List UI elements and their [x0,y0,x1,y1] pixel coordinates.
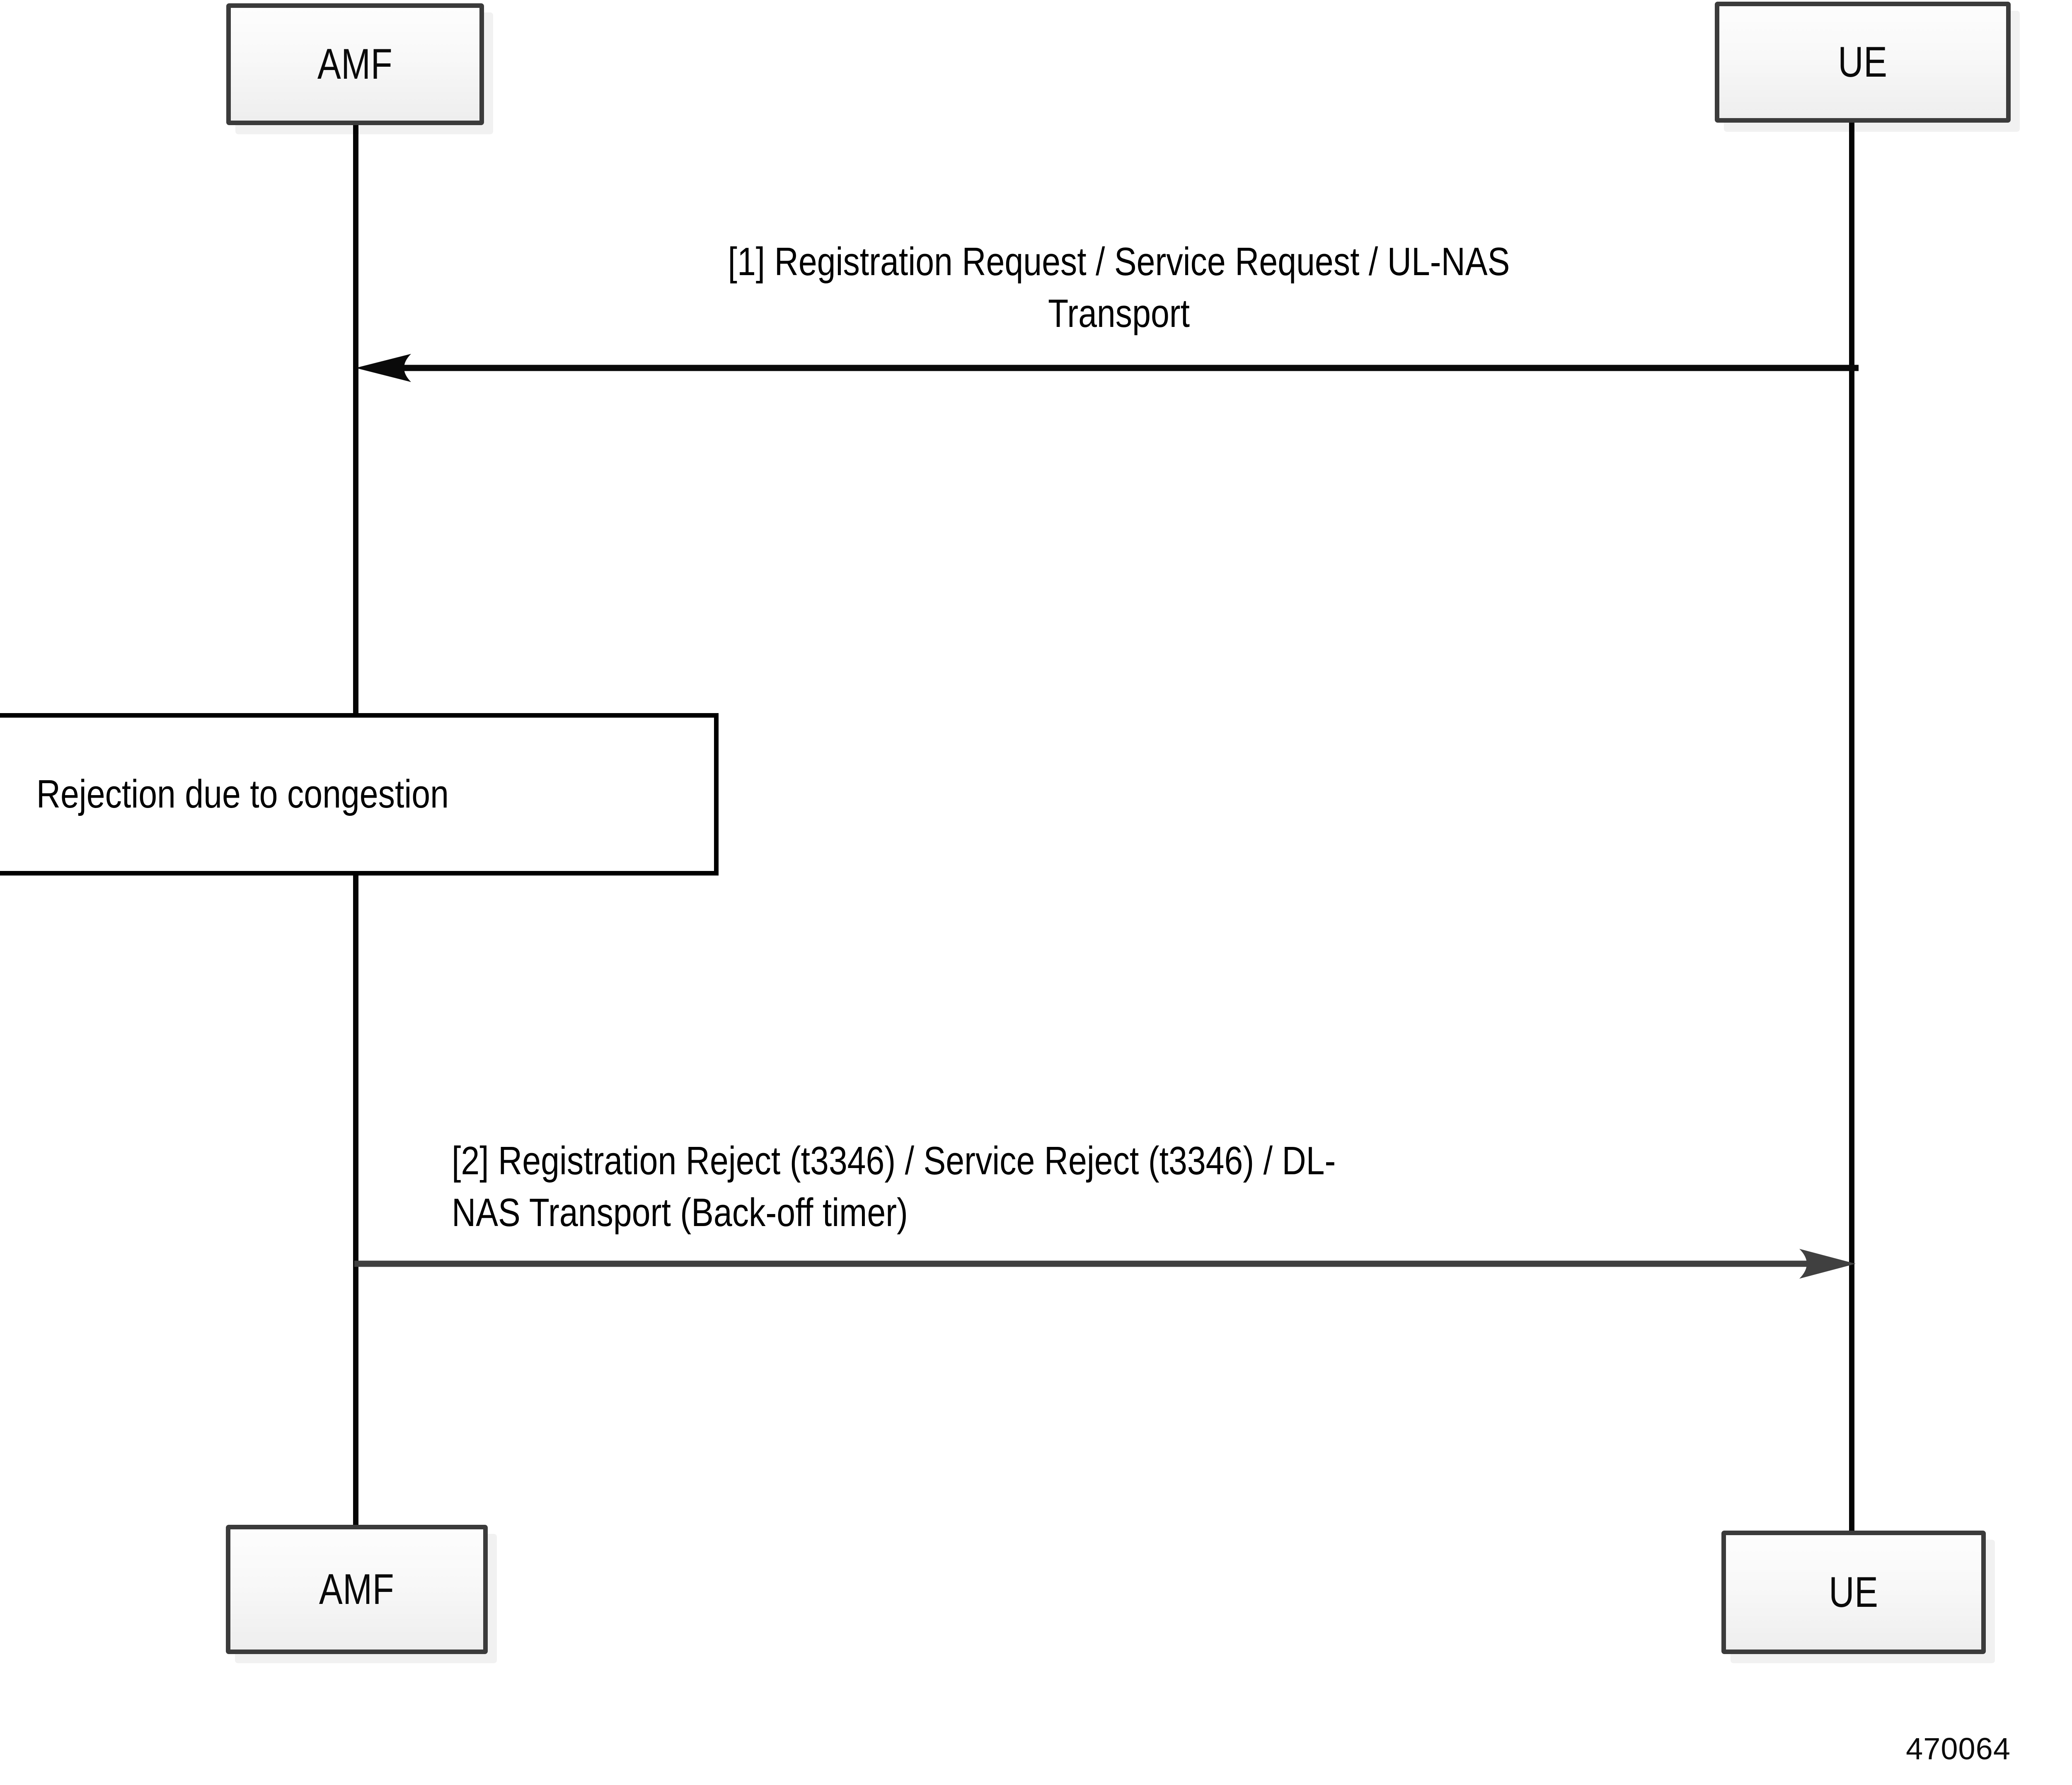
message-1-line-2: Transport [1048,291,1190,336]
message-2-line-1: [2] Registration Reject (t3346) / Servic… [452,1139,1336,1183]
participant-box-amf-top[interactable]: AMF [226,3,484,125]
participant-label-ue-top: UE [1838,38,1888,86]
message-2-label: [2] Registration Reject (t3346) / Servic… [452,1135,1819,1239]
message-1-label: [1] Registration Request / Service Reque… [373,236,1865,340]
participant-box-ue-bottom[interactable]: UE [1721,1531,1986,1654]
participant-label-amf-top: AMF [317,40,393,88]
participant-label-amf-bottom: AMF [319,1565,395,1613]
note-box-rejection[interactable]: Rejection due to congestion [0,713,719,876]
participant-box-amf-bottom[interactable]: AMF [226,1525,488,1654]
participant-label-ue-bottom: UE [1829,1568,1878,1616]
lifeline-ue [1849,119,1854,1532]
message-1-line-1: [1] Registration Request / Service Reque… [728,239,1510,284]
participant-box-ue-top[interactable]: UE [1715,2,2011,123]
message-2-line-2: NAS Transport (Back-off timer) [452,1190,908,1235]
message-2-arrow [354,1249,1856,1279]
message-1-arrow [356,354,1859,382]
note-text-rejection: Rejection due to congestion [36,772,449,816]
figure-id: 470064 [1906,1732,2011,1766]
